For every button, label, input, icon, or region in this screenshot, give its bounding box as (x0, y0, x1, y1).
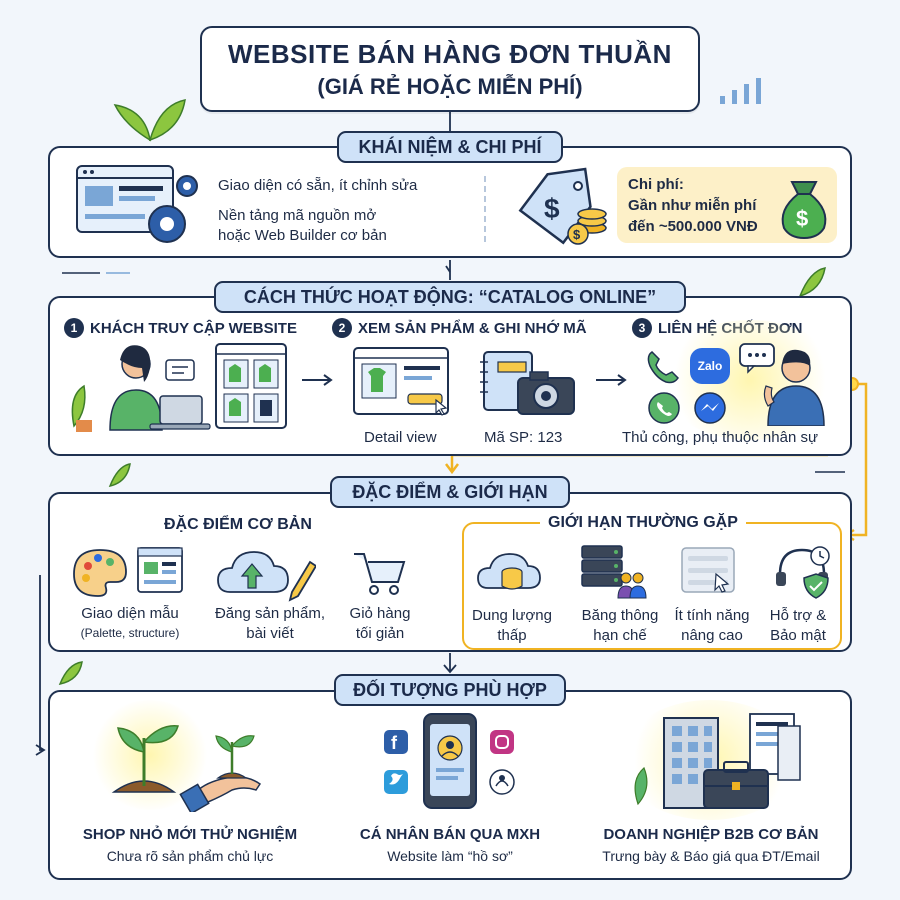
title-line-1: WEBSITE BÁN HÀNG ĐƠN THUẦN (228, 38, 672, 69)
chat-bubble-icon (739, 343, 775, 374)
step-1-header: 1 KHÁCH TRUY CẬP WEBSITE (64, 318, 297, 338)
cost-line-2: đến ~500.000 VNĐ (628, 218, 758, 235)
cost-line-1: Gần như miễn phí (628, 197, 757, 214)
zalo-icon: Zalo (690, 348, 730, 384)
cloud-upload-icon (217, 551, 316, 602)
limit-3-line-2: nâng cao (681, 627, 743, 644)
audience-3-subtitle: Trưng bày & Báo giá qua ĐT/Email (602, 848, 820, 864)
basic-feature-3-line-2: tối giản (355, 625, 405, 642)
phone-icon (647, 351, 679, 384)
audience-3-title: DOANH NGHIỆP B2B CƠ BẢN (603, 826, 819, 843)
svg-text:f: f (391, 733, 398, 753)
title-line-2: (GIÁ RẺ HOẶC MIỄN PHÍ) (317, 73, 583, 99)
svg-text:$: $ (796, 206, 808, 231)
audience-1-subtitle: Chưa rõ sản phẩm chủ lực (106, 848, 274, 864)
page-title: WEBSITE BÁN HÀNG ĐƠN THUẦN (GIÁ RẺ HOẶC … (200, 26, 700, 112)
concept-line-3: hoặc Web Builder cơ bản (218, 227, 387, 244)
money-bag-icon: $ (781, 181, 827, 240)
limits-heading: GIỚI HẠN THƯỜNG GẶP (540, 514, 746, 532)
audience-2-title: CÁ NHÂN BÁN QUA MXH (359, 826, 541, 843)
limit-2-line-1: Băng thông (581, 607, 659, 624)
step-1-label: KHÁCH TRUY CẬP WEBSITE (90, 319, 297, 337)
settings-sliders-icon (681, 547, 735, 593)
product-code-label: Mã SP: 123 (484, 429, 563, 446)
limit-1-line-1: Dung lượng (472, 607, 552, 624)
workflow-heading: CÁCH THỨC HOẠT ĐỘNG: “CATALOG ONLINE” (214, 281, 686, 313)
customer-laptop-illustration (71, 343, 287, 432)
basic-feature-1-line-1: Giao diện mẫu (81, 605, 179, 622)
headset-shield-icon (776, 546, 830, 599)
server-users-icon (581, 545, 647, 599)
shopping-cart-icon (354, 553, 406, 595)
cost-label: Chi phí: (628, 176, 684, 193)
messenger-icon (694, 392, 726, 424)
notebook-camera-icon (480, 351, 575, 415)
support-person-illustration (763, 349, 825, 426)
step-1-number: 1 (64, 318, 84, 338)
palette-icon (73, 549, 127, 597)
concept-divider (484, 176, 486, 242)
step-2-number: 2 (332, 318, 352, 338)
limit-2-line-2: hạn chế (593, 627, 647, 644)
svg-text:$: $ (573, 227, 581, 242)
limit-3-line-1: Ít tính năng (674, 607, 750, 624)
basic-features-heading: ĐẶC ĐIỂM CƠ BẢN (164, 516, 312, 533)
limit-4-line-1: Hỗ trợ & (769, 607, 827, 624)
price-tag-icon: $ $ (518, 167, 607, 245)
office-building-briefcase-icon (634, 713, 801, 809)
step-2-header: 2 XEM SẢN PHẨM & GHI NHỚ MÃ (332, 318, 587, 338)
svg-text:$: $ (544, 193, 560, 224)
website-settings-icon (76, 165, 198, 243)
detail-view-screen-icon (353, 347, 449, 416)
step-2-label: XEM SẢN PHẨM & GHI NHỚ MÃ (358, 319, 587, 337)
limit-1-line-2: thấp (497, 627, 527, 644)
arrow-right-icon-2 (596, 374, 627, 386)
sprout-soil-icon (111, 725, 262, 812)
basic-feature-2-line-2: bài viết (246, 625, 294, 642)
features-heading: ĐẶC ĐIỂM & GIỚI HẠN (330, 476, 570, 508)
concept-line-2: Nền tảng mã nguồn mở (218, 207, 377, 224)
step-3-number: 3 (632, 318, 652, 338)
concept-line-1: Giao diện có sẵn, ít chỉnh sửa (218, 177, 418, 194)
detail-view-label: Detail view (364, 429, 437, 446)
audience-2-subtitle: Website làm “hồ sơ” (387, 848, 513, 864)
arrow-right-icon (302, 374, 333, 386)
cloud-database-icon (477, 553, 541, 590)
smartphone-social-icon: f (384, 713, 515, 809)
whatsapp-icon (648, 392, 680, 424)
audience-heading: ĐỐI TƯỢNG PHÙ HỢP (334, 674, 566, 706)
basic-feature-3-line-1: Giỏ hàng (349, 605, 411, 622)
concept-heading: KHÁI NIỆM & CHI PHÍ (337, 131, 563, 163)
basic-feature-1-line-2: (Palette, structure) (80, 626, 180, 640)
template-layout-icon (137, 547, 183, 593)
limit-4-line-2: Bảo mật (770, 627, 826, 644)
manual-note: Thủ công, phụ thuộc nhân sự (622, 429, 819, 446)
basic-feature-2-line-1: Đăng sản phẩm, (214, 605, 326, 622)
audience-1-title: SHOP NHỎ MỚI THỬ NGHIỆM (82, 826, 298, 843)
